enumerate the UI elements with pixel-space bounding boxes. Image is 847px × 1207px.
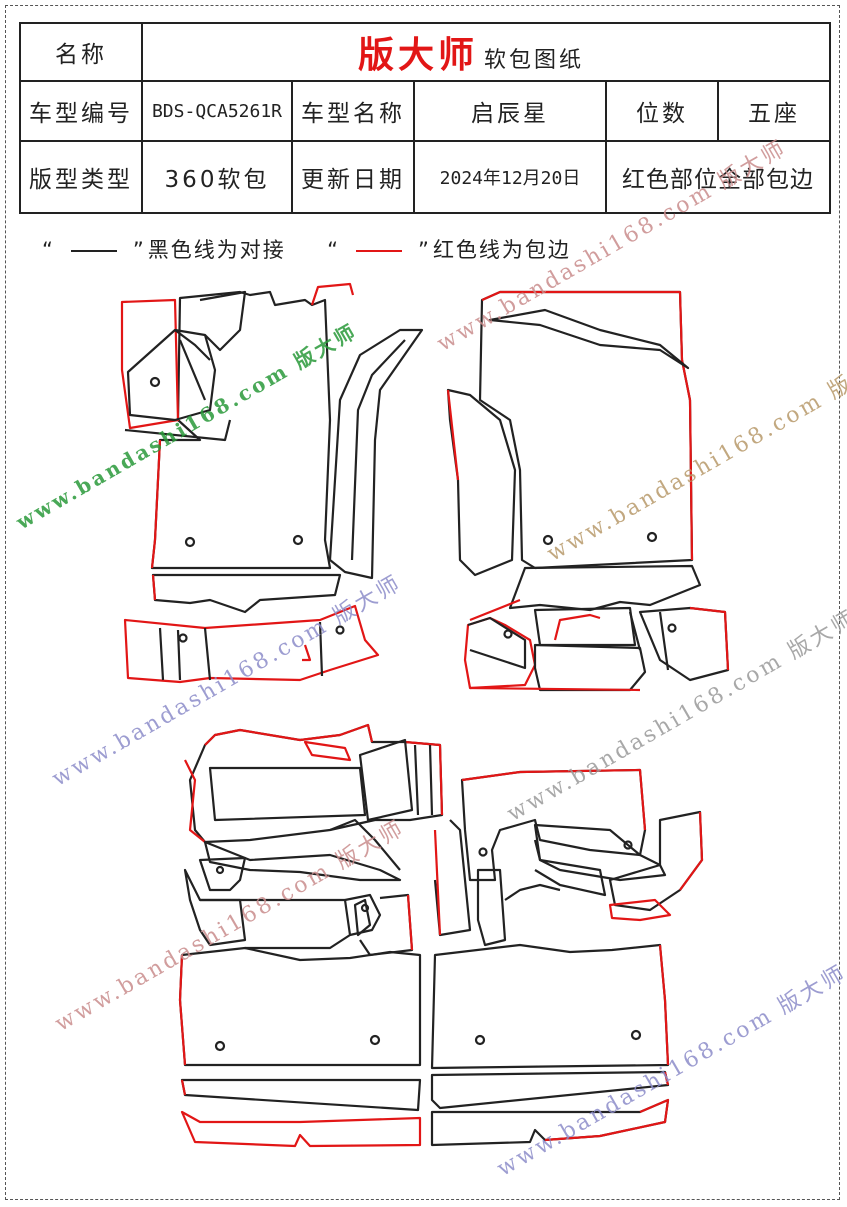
type-label: 版型类型 (19, 140, 143, 214)
type-value: 360软包 (141, 140, 293, 214)
model-code: BDS-QCA5261R (141, 80, 293, 142)
name-label: 名称 (19, 22, 143, 82)
black-line-text: 黑色线为对接 (147, 238, 286, 262)
spec-table: 名称 版大师软包图纸 车型编号 BDS-QCA5261R 车型名称 启辰星 位数… (19, 22, 832, 214)
rear-right-floor (430, 943, 670, 1147)
binding-note: 红色部位全部包边 (604, 140, 832, 214)
rear-left-floor (178, 946, 422, 1148)
seats-label: 位数 (605, 80, 719, 142)
black-line-sample (70, 250, 117, 252)
left-door-sill (328, 328, 424, 580)
front-right-lower-panel (463, 564, 730, 692)
front-right-footwell (446, 290, 694, 577)
red-line-sample (356, 250, 403, 252)
rear-center-tunnel (184, 723, 444, 882)
front-left-lower-panel (123, 573, 380, 684)
rear-left-seat-flaps (183, 856, 414, 957)
model-name-label: 车型名称 (291, 80, 415, 142)
red-line-text: 红色线为包边 (432, 238, 571, 262)
title-cell: 版大师软包图纸 (140, 22, 832, 82)
front-left-footwell (120, 282, 355, 570)
brand-subtitle: 软包图纸 (484, 48, 585, 73)
line-legend: “”黑色线为对接 “”红色线为包边 (42, 238, 571, 262)
page-border (5, 5, 840, 1200)
date-value: 2024年12月20日 (413, 140, 607, 214)
model-name: 启辰星 (413, 80, 607, 142)
rear-right-upper (433, 768, 704, 947)
date-label: 更新日期 (291, 140, 415, 214)
model-code-label: 车型编号 (19, 80, 143, 142)
brand-title: 版大师 (358, 35, 479, 76)
seats-value: 五座 (716, 80, 832, 142)
